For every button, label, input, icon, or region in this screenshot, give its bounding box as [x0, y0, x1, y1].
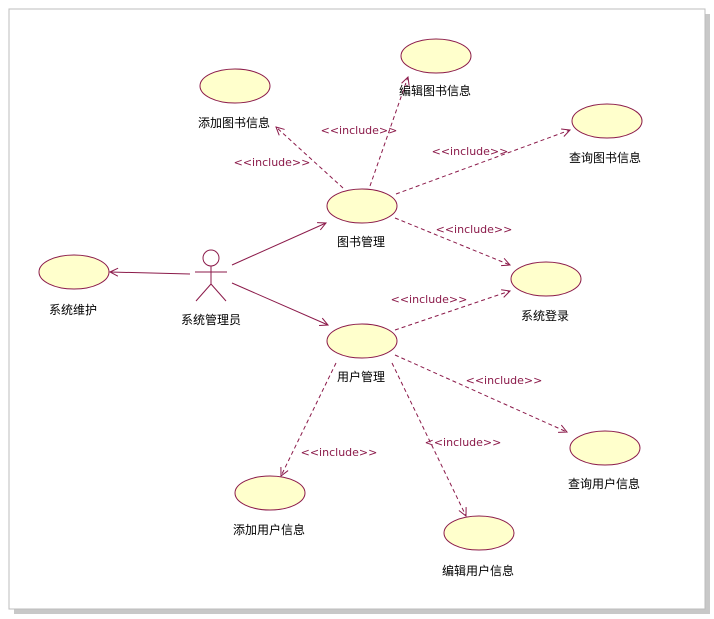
usecase-book-mgmt: [326, 188, 398, 224]
stereo-add-book: <<include>>: [234, 156, 311, 169]
label-query-user: 查询用户信息: [568, 476, 640, 491]
label-actor: 系统管理员: [181, 312, 241, 327]
assoc-actor-book-mgmt: [231, 223, 326, 266]
usecase-sys-maint: [38, 254, 110, 290]
label-edit-book: 编辑图书信息: [399, 83, 471, 98]
include-user-login-line: [394, 291, 510, 331]
label-login: 系统登录: [521, 308, 569, 323]
label-add-user: 添加用户信息: [233, 522, 305, 537]
usecase-edit-book: [400, 38, 472, 74]
label-sys-maint: 系统维护: [49, 303, 97, 317]
frame-border: [8, 8, 706, 610]
usecase-user-mgmt: [326, 323, 398, 359]
usecase-edit-user: [443, 515, 515, 551]
include-add-book-line: [276, 127, 344, 189]
stereo-book-login: <<include>>: [436, 223, 513, 236]
stick-figure-icon: [195, 249, 227, 302]
label-edit-user: 编辑用户信息: [442, 563, 514, 578]
label-book-mgmt: 图书管理: [337, 234, 385, 249]
include-query-book-line: [395, 130, 570, 195]
include-edit-user-line: [391, 362, 466, 516]
assoc-actor-user-mgmt: [231, 282, 328, 325]
usecase-login: [510, 261, 582, 297]
usecase-query-book: [571, 103, 643, 139]
stereo-query-book: <<include>>: [432, 145, 509, 158]
usecase-add-book: [199, 68, 271, 104]
include-edit-book-line: [369, 77, 408, 187]
stereo-edit-book: <<include>>: [321, 124, 398, 137]
stereo-query-user: <<include>>: [466, 374, 543, 387]
label-query-book: 查询图书信息: [569, 150, 641, 165]
usecase-query-user: [569, 430, 641, 466]
usecase-add-user: [234, 475, 306, 511]
stereo-edit-user: <<include>>: [425, 436, 502, 449]
label-user-mgmt: 用户管理: [337, 369, 385, 384]
label-add-book: 添加图书信息: [198, 115, 270, 130]
include-query-user-line: [394, 354, 567, 432]
stereo-add-user: <<include>>: [301, 446, 378, 459]
stereo-user-login: <<include>>: [391, 293, 468, 306]
assoc-actor-sys-maint: [110, 272, 191, 274]
